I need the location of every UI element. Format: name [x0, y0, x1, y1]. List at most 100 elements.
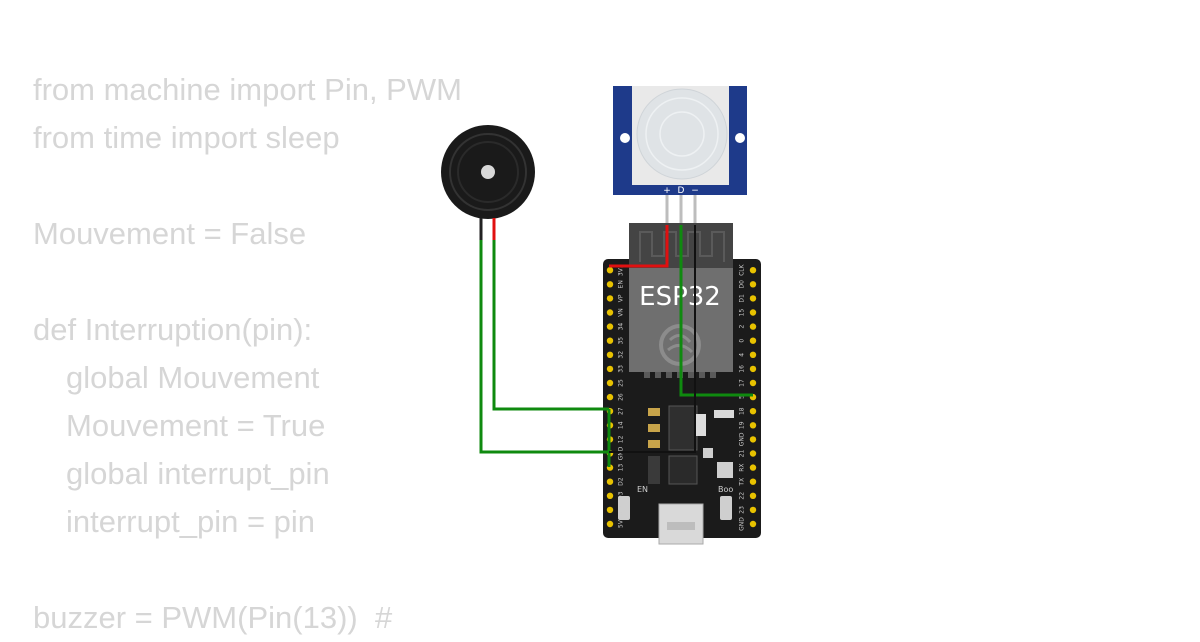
right-pin-label: 22 [739, 492, 746, 500]
right-header-pin[interactable] [749, 295, 757, 302]
right-pin-label: GND [739, 517, 746, 531]
left-pin-label: 14 [618, 421, 625, 429]
left-header-pin[interactable] [606, 323, 614, 330]
smd-component [648, 456, 660, 484]
pir-pin-data-label: D [678, 186, 685, 196]
buzzer-ring-inner [457, 141, 519, 203]
code-line: from machine import Pin, PWM [33, 72, 462, 107]
boot-button[interactable] [720, 496, 732, 520]
pir-pin-plus-label: + [663, 186, 671, 196]
left-pin-label: 25 [618, 379, 625, 387]
right-header-pin[interactable] [749, 450, 757, 457]
smd-component [648, 408, 660, 416]
code-line: from time import sleep [33, 120, 340, 155]
left-pin-label: EN [618, 280, 625, 288]
module-pad [666, 372, 672, 378]
right-header-pin[interactable] [749, 436, 757, 443]
regulator-tab [696, 414, 706, 436]
right-header-pin[interactable] [749, 351, 757, 358]
right-pin-label: D0 [739, 280, 746, 289]
wires [479, 225, 753, 467]
right-pin-label: 23 [739, 506, 746, 514]
code-line: global Mouvement [66, 360, 320, 395]
right-header-pin[interactable] [749, 464, 757, 471]
module-pad [699, 372, 705, 378]
right-header-pin[interactable] [749, 323, 757, 330]
buzzer-hole [481, 165, 495, 179]
left-header-pin[interactable] [606, 365, 614, 373]
right-pin-label: 5 [739, 395, 746, 399]
led-indicator [703, 448, 713, 458]
right-pin-label: GND [739, 432, 746, 446]
code-line: interrupt_pin = pin [66, 504, 316, 539]
right-pin-label: 21 [739, 450, 746, 458]
right-header-pin[interactable] [749, 478, 757, 485]
right-pin-label: TX [739, 478, 746, 487]
left-header-pin[interactable] [606, 267, 614, 274]
code-line: Mouvement = False [33, 216, 307, 251]
smd-component [714, 410, 734, 418]
left-pin-label: 12 [618, 435, 625, 443]
left-header-pin[interactable] [606, 309, 614, 316]
left-header-pin[interactable] [606, 506, 614, 514]
pir-dome-ring [645, 97, 719, 171]
en-button-label: EN [637, 485, 648, 494]
right-header-pin[interactable] [749, 337, 757, 344]
right-pin-label: 16 [739, 365, 746, 373]
left-header-pin[interactable] [606, 492, 614, 499]
right-header-pin[interactable] [749, 365, 757, 373]
right-pin-label: 2 [739, 325, 746, 329]
left-pin-label: 32 [618, 351, 625, 359]
left-pin-label: 34 [618, 323, 625, 331]
module-pad [688, 372, 694, 378]
pir-sensor[interactable]: + D − [613, 86, 747, 225]
en-button[interactable] [618, 496, 630, 520]
right-pin-label: 17 [739, 379, 746, 387]
right-header-pin[interactable] [749, 506, 757, 514]
right-header-pin[interactable] [749, 492, 757, 499]
right-pin-label: 15 [739, 309, 746, 317]
voltage-regulator [668, 405, 698, 451]
code-line: def Interruption(pin): [33, 312, 313, 347]
code-listing: from machine import Pin, PWM from time im… [33, 66, 462, 642]
smd-component [717, 462, 733, 478]
pir-mount-hole-left [620, 133, 630, 143]
right-header-pin[interactable] [749, 379, 757, 387]
right-header-pin[interactable] [749, 309, 757, 316]
boot-button-label: Boo [718, 485, 733, 494]
left-pin-label: D2 [618, 477, 625, 486]
right-header-pin[interactable] [749, 422, 757, 429]
left-header-pin[interactable] [606, 281, 614, 288]
left-pin-label: 35 [618, 337, 625, 345]
code-line: global interrupt_pin [66, 456, 330, 491]
left-pin-label: 33 [618, 365, 625, 373]
left-header-pin[interactable] [606, 351, 614, 358]
left-header-pin[interactable] [606, 520, 614, 528]
wire-pir-gnd [609, 225, 696, 453]
pir-dome-ring-inner [659, 111, 705, 157]
usb-uart-chip [668, 455, 698, 485]
right-pin-label: RX [739, 463, 746, 471]
left-header-pin[interactable] [606, 379, 614, 387]
left-header-pin[interactable] [606, 337, 614, 344]
right-header-pin[interactable] [749, 520, 757, 528]
right-header-pin[interactable] [749, 281, 757, 288]
esp32-board[interactable]: ESP32 EN Boo 5VCMDD3D213GND1214272625333… [603, 223, 761, 545]
buzzer[interactable] [441, 125, 535, 240]
left-pin-label: 3V3 [618, 264, 625, 276]
left-header-pin[interactable] [606, 393, 614, 401]
right-header-pin[interactable] [749, 267, 757, 274]
left-header-pin[interactable] [606, 295, 614, 302]
right-header-pin[interactable] [749, 408, 757, 415]
right-pin-label: 0 [739, 339, 746, 343]
code-line: Mouvement = True [66, 408, 326, 443]
wire-pir-data [679, 225, 753, 397]
left-pin-label: D3 [618, 491, 625, 500]
left-header-pin[interactable] [606, 478, 614, 485]
left-pin-label: VN [618, 308, 625, 317]
left-pin-label: 27 [618, 407, 625, 415]
pir-pin-minus-label: − [691, 186, 699, 196]
pir-mount-hole-right [735, 133, 745, 143]
